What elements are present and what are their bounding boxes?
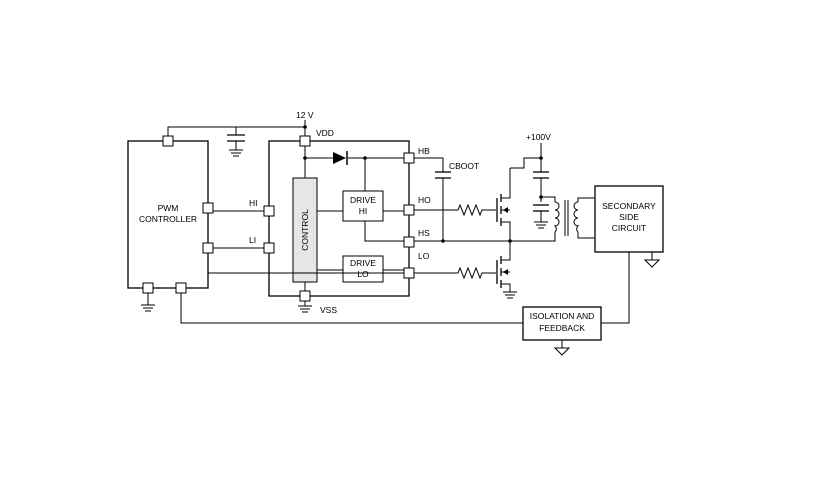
hs-pin	[403, 236, 415, 248]
pwm-fb-pin	[175, 282, 187, 294]
li-label: LI	[249, 235, 256, 245]
pwm-controller-block: PWM CONTROLLER	[127, 135, 214, 294]
drive-hi-block	[342, 190, 384, 222]
drive-hi-label-line1: DRIVE	[350, 195, 376, 205]
hb-label: HB	[418, 146, 430, 156]
hi-label: HI	[249, 198, 258, 208]
bootstrap-diode	[333, 151, 348, 165]
vss-pin	[299, 290, 311, 302]
ho-label: HO	[418, 195, 431, 205]
high-side-mosfet	[496, 168, 511, 241]
lo-pin	[403, 267, 415, 279]
pwm-vcc-pin	[162, 135, 174, 147]
hs-label: HS	[418, 228, 430, 238]
pwm-hi-pin	[202, 202, 214, 214]
li-pin	[263, 242, 275, 254]
drive-lo-label-line1: DRIVE	[350, 258, 376, 268]
control-label: CONTROL	[300, 209, 310, 251]
secondary-label-line2: SIDE	[619, 212, 639, 222]
secondary-label-line1: SECONDARY	[602, 201, 656, 211]
feedback-wire	[180, 293, 523, 324]
ho-pin	[403, 204, 415, 216]
vss-label: VSS	[320, 305, 337, 315]
isolation-label-line1: ISOLATION AND	[530, 311, 595, 321]
isolation-label-line2: FEEDBACK	[539, 323, 585, 333]
transformer	[553, 197, 595, 239]
hv-supply-caps	[510, 143, 556, 242]
low-side-mosfet	[496, 241, 517, 299]
hb-pin	[403, 152, 415, 164]
high-gate-resistor	[414, 203, 496, 217]
supply-12v-label: 12 V	[296, 110, 314, 120]
secondary-label-line3: CIRCUIT	[612, 223, 646, 233]
hv-rail-wire	[510, 157, 541, 169]
secondary-side-block: SECONDARY SIDE CIRCUIT	[594, 185, 664, 324]
drive-lo-label-line2: LO	[357, 269, 369, 279]
low-gate-resistor	[414, 266, 496, 280]
cboot-label: CBOOT	[449, 161, 479, 171]
vss-ground	[298, 301, 312, 313]
pwm-label-line2: CONTROLLER	[139, 214, 197, 224]
pwm-gnd-pin	[142, 282, 154, 294]
drive-lo-block	[342, 255, 384, 283]
vdd-pin	[299, 135, 311, 147]
lo-label: LO	[418, 251, 430, 261]
pwm-label-line1: PWM	[158, 203, 179, 213]
pwm-ground	[141, 293, 155, 312]
supply-100v-label: +100V	[526, 132, 551, 142]
pwm-li-pin	[202, 242, 214, 254]
vdd-label: VDD	[316, 128, 334, 138]
vdd-supply-wiring	[167, 120, 307, 157]
isolation-feedback-block: ISOLATION AND FEEDBACK	[522, 306, 602, 356]
drive-hi-label-line2: HI	[359, 206, 368, 216]
hi-pin	[263, 205, 275, 217]
driver-ic-block: CONTROL DRIVE HI DRIVE LO	[263, 135, 415, 302]
